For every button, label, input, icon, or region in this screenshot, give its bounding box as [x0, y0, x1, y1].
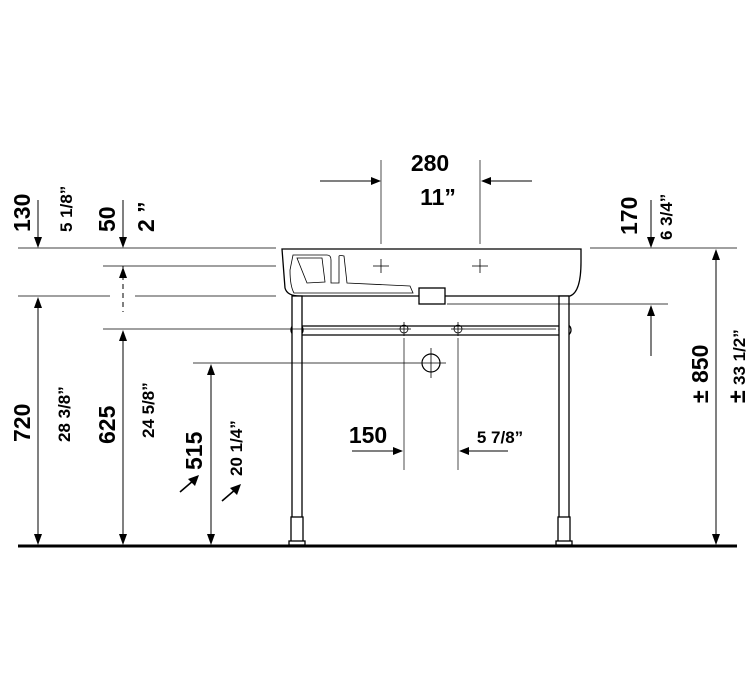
dim-50-mm: 50	[94, 206, 120, 232]
bowl-inner-line	[296, 257, 326, 284]
dim-515-mm: 515	[181, 431, 207, 470]
foot-pad-left	[288, 540, 306, 546]
dim-170-in: 6 3/4”	[657, 194, 676, 240]
dim-625-mm: 625	[94, 405, 120, 444]
dim-850-pm: ±	[687, 390, 713, 403]
dim-720-in: 28 3/8”	[55, 386, 74, 442]
foot-left	[290, 516, 304, 545]
drain-block	[418, 287, 446, 305]
washbasin-console	[281, 248, 582, 546]
supply-hole-left	[397, 322, 411, 336]
towel-rail	[292, 325, 570, 336]
extension-lines	[18, 160, 737, 470]
dim-50-in: 2 ”	[133, 201, 159, 232]
dim-130-in: 5 1/8”	[57, 186, 76, 232]
basin-bowl-contour	[289, 254, 414, 294]
dim-280-in: 11”	[420, 184, 456, 210]
dim-130-mm: 130	[9, 194, 35, 232]
supply-hole-right	[451, 322, 465, 336]
dim-850-in-pm: ±	[724, 390, 750, 403]
washbasin-outline	[281, 248, 582, 297]
foot-right	[557, 516, 571, 545]
dim-850-in: 33 1/2”	[730, 329, 749, 385]
tap-hole-left	[373, 259, 389, 273]
dim-720-mm: 720	[9, 404, 35, 442]
dim-150-mm: 150	[349, 422, 387, 448]
dimension-lines	[34, 177, 720, 545]
leg-right	[558, 295, 570, 519]
foot-pad-right	[555, 540, 573, 546]
dim-850-mm: 850	[687, 345, 713, 383]
tap-hole-right	[472, 259, 488, 273]
dim-625-in: 24 5/8”	[139, 382, 158, 438]
waste-outlet	[416, 348, 446, 378]
dim-280-mm: 280	[411, 150, 449, 176]
dim-150-in: 5 7/8”	[477, 428, 523, 447]
dim-170-mm: 170	[616, 197, 642, 235]
dim-515-in: 20 1/4”	[227, 420, 246, 476]
